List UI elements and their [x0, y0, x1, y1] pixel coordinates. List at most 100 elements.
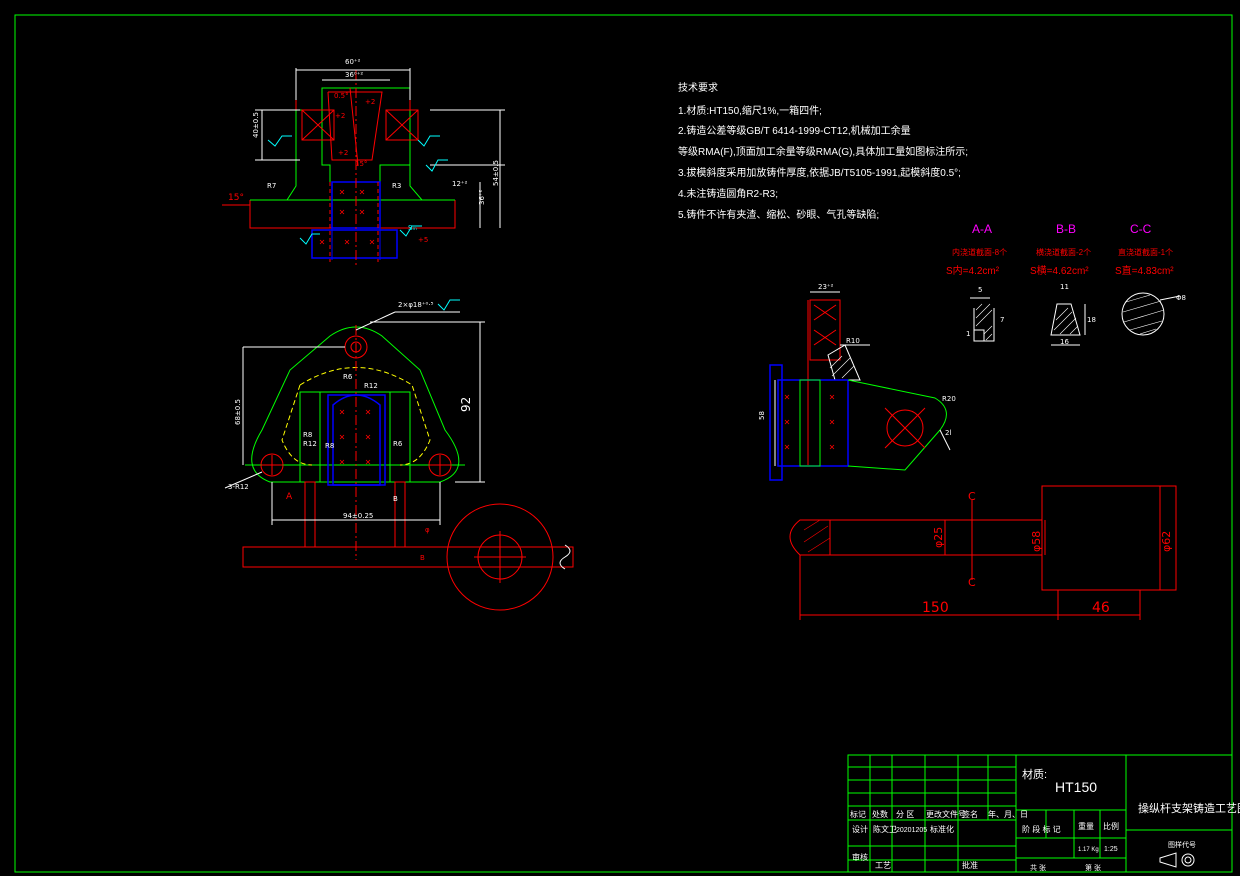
dim-23: 23⁺² [818, 283, 834, 291]
dim-54: 54±0.5 [492, 160, 500, 186]
dim-36-right: 36⁺² [478, 189, 486, 205]
row-designer: 陈文卫 [873, 824, 897, 834]
title-sheet: 第 张 [1085, 863, 1101, 872]
row-process: 工艺 [875, 861, 891, 870]
dim-r12-top: R12 [364, 382, 378, 390]
dim-allowance-2: +2 [335, 112, 345, 120]
dim-2x-phi18: 2×φ18⁺⁰·⁵ [398, 301, 434, 309]
section-mark-c-bottom: C [968, 576, 976, 589]
title-weight: 1.17 Kg [1078, 847, 1099, 853]
section-cc-area: S直=4.83cm² [1115, 264, 1174, 277]
top-section-view [222, 68, 505, 268]
tech-req-2: 2.铸造公差等级GB/T 6414-1999-CT12,机械加工余量 [678, 124, 911, 137]
title-material-label: 材质: [1022, 767, 1047, 781]
dim-58-side: 58 [758, 411, 766, 420]
row-review: 审核 [852, 852, 868, 862]
dim-92: 92 [459, 397, 473, 412]
title-scale: 1:25 [1104, 846, 1118, 853]
dim-draft-angle: 0.5° [334, 92, 349, 100]
sprue-view [789, 485, 1177, 620]
th-change-doc: 更改文件号 [926, 809, 966, 819]
dim-12: 12⁺² [452, 180, 468, 188]
dim-r20: R20 [942, 395, 956, 403]
row-approve: 批准 [962, 860, 978, 870]
title-stage-mark: 阶 段 标 记 [1022, 824, 1061, 834]
section-bb-desc: 横浇道截面-2个 [1036, 247, 1091, 257]
dim-2l: 2l [945, 429, 951, 437]
dim-r12-left: R12 [303, 440, 317, 448]
dim-68: 68±0.5 [234, 399, 242, 425]
cc-dim-phi8: Φ8 [1176, 294, 1186, 302]
dim-allowance-1: +2 [365, 98, 375, 106]
th-zone: 分 区 [896, 810, 914, 819]
title-material: HT150 [1055, 779, 1097, 795]
dim-r10: R10 [846, 337, 860, 345]
front-view [224, 299, 574, 611]
tech-req-3: 3.拔模斜度采用加放铸件厚度,依据JB/T5105-1991,起模斜度0.5°; [678, 166, 961, 179]
dim-r8-left: R8 [303, 431, 312, 439]
dim-3r12: 3-R12 [228, 483, 249, 491]
dim-r6-top: R6 [343, 373, 353, 381]
section-mark-b-lower: B [420, 554, 425, 562]
title-drawing-name: 操纵杆支架铸造工艺图 [1138, 801, 1240, 815]
dim-36: 36⁰⁺² [345, 71, 363, 79]
dim-phi62: φ62 [1160, 531, 1173, 552]
aa-dim-5: 5 [978, 286, 982, 294]
dim-plus5: +5 [418, 236, 428, 244]
dim-60: 60⁺² [345, 58, 361, 66]
dim-phi25: φ25 [932, 527, 945, 548]
th-count: 处数 [872, 809, 888, 819]
aa-dim-1: 1 [966, 330, 970, 338]
tech-req-5: 5.铸件不许有夹渣、缩松、砂眼、气孔等缺陷; [678, 208, 879, 221]
row-standardization: 标准化 [930, 824, 954, 834]
title-scale-label: 比例 [1103, 821, 1119, 831]
tech-requirements-heading: 技术要求 [678, 81, 718, 94]
dim-40: 40±0.5 [252, 112, 260, 138]
dim-r3: R3 [392, 182, 401, 190]
dim-r8-core: R8 [325, 442, 334, 450]
section-aa-desc: 内浇道截面-8个 [952, 247, 1007, 257]
bb-dim-18: 18 [1087, 316, 1096, 324]
dim-sm: Sₘ [408, 224, 417, 232]
row-design-date: 20201205 [896, 827, 927, 834]
dim-r7: R7 [267, 182, 276, 190]
section-aa-title: A-A [972, 222, 992, 236]
dim-15deg-left: 15° [228, 193, 244, 203]
dim-r6-right: R6 [393, 440, 403, 448]
section-aa-area: S内=4.2cm² [946, 264, 1000, 277]
section-cc-desc: 直浇道截面-1个 [1118, 247, 1173, 257]
dim-150: 150 [922, 600, 949, 616]
dim-angle-15: 15° [355, 160, 367, 168]
title-block [847, 754, 1233, 873]
bb-dim-16: 16 [1060, 338, 1069, 346]
section-mark-c-top: C [968, 490, 976, 503]
projection-symbol-icon [1159, 852, 1195, 868]
th-sign: 签名 [962, 809, 978, 819]
dim-phi-front: φ [425, 526, 430, 534]
dim-94: 94±0.25 [343, 512, 373, 520]
title-weight-label: 重量 [1078, 821, 1094, 831]
section-mark-b: B [393, 495, 398, 503]
bb-dim-11: 11 [1060, 283, 1069, 291]
section-bb-area: S横=4.62cm² [1030, 264, 1089, 277]
dim-phi58: φ58 [1030, 531, 1043, 552]
row-design: 设计 [852, 824, 868, 834]
th-date: 年、月、日 [988, 809, 1028, 819]
aa-dim-7: 7 [1000, 316, 1004, 324]
gating-sections: A-A 内浇道截面-8个 S内=4.2cm² B-B 横浇道截面-2个 S横=4… [946, 222, 1186, 346]
tech-req-4: 4.未注铸造圆角R2-R3; [678, 187, 778, 200]
tech-req-2b: 等级RMA(F),顶面加工余量等级RMA(G),具体加工量如图标注所示; [678, 145, 968, 158]
section-mark-a: A [286, 492, 293, 502]
title-drawing-number: 图样代号 [1168, 840, 1196, 849]
side-view [769, 291, 951, 481]
section-cc-title: C-C [1130, 222, 1152, 236]
drawing-frame [14, 14, 1233, 873]
dim-46: 46 [1092, 600, 1110, 616]
th-mark: 标记 [850, 809, 866, 819]
tech-req-1: 1.材质:HT150,缩尺1%,一箱四件; [678, 104, 822, 117]
section-bb-title: B-B [1056, 222, 1076, 236]
dim-allowance-3: +2 [338, 149, 348, 157]
title-sheets: 共 张 [1030, 863, 1046, 872]
